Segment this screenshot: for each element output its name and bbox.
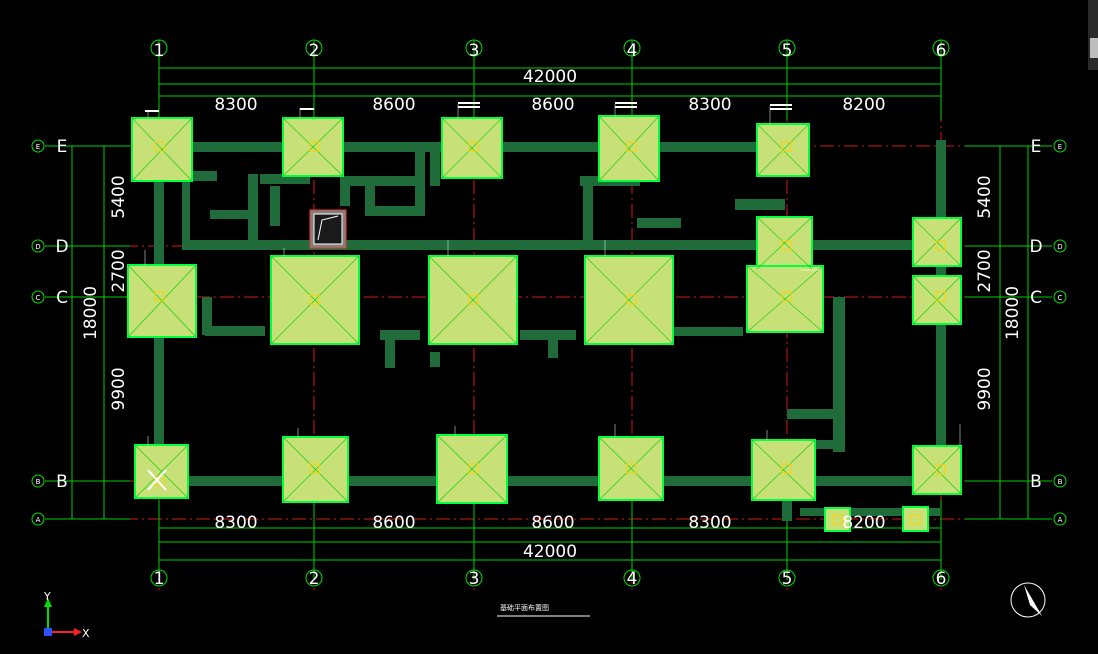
grid-label: D	[55, 237, 68, 257]
grid-label: E	[1031, 137, 1042, 157]
dim-right-span: 2700	[975, 249, 995, 292]
grid-label: C	[1030, 288, 1042, 308]
grid-label: 4	[627, 569, 638, 589]
north-arrow-icon	[1010, 582, 1046, 618]
dimension-lines	[45, 40, 1052, 580]
grid-label: 2	[309, 41, 320, 61]
grid-bubbles-top	[31, 39, 1067, 587]
grid-label: E	[57, 137, 68, 157]
pit-symbol	[309, 209, 347, 249]
grid-label: C	[56, 288, 68, 308]
dim-top-total: 42000	[523, 67, 577, 87]
dim-bottom-span: 8600	[372, 513, 415, 533]
grid-label: 2	[309, 569, 320, 589]
grid-label: 1	[154, 569, 165, 589]
dim-top-span: 8600	[372, 95, 415, 115]
grid-label: B	[1030, 472, 1042, 492]
grid-label: 4	[627, 41, 638, 61]
grid-labels-right: E D C B E D C B A	[1029, 137, 1062, 524]
dim-top-span: 8300	[214, 95, 257, 115]
dims-right: 5400 2700 9900 18000	[975, 175, 1023, 410]
grid-labels-bottom: 1 2 3 4 5 6	[154, 569, 947, 589]
drawing-title: 基础平面布置图	[500, 603, 549, 612]
footing	[902, 506, 929, 532]
footing	[824, 507, 851, 532]
dims-bottom: 8300 8600 8600 8300 8200 42000	[214, 513, 885, 562]
grid-label: B	[36, 478, 41, 486]
grid-label: 3	[469, 569, 480, 589]
grid-label: 5	[782, 41, 793, 61]
insertion-marker	[147, 469, 167, 491]
grid-label: D	[1057, 243, 1062, 251]
dim-ticks	[145, 102, 792, 112]
dim-left-span: 5400	[109, 175, 129, 218]
ucs-y-label: Y	[43, 590, 51, 603]
grid-label: 6	[936, 569, 947, 589]
grid-label: B	[1058, 478, 1063, 486]
grid-label: D	[35, 243, 40, 251]
dim-top-span: 8600	[531, 95, 574, 115]
grid-label: 5	[782, 569, 793, 589]
annotation-marks	[144, 104, 961, 446]
grid-labels-top: 1 2 3 4 5 6	[154, 41, 947, 61]
dim-bottom-span: 8600	[531, 513, 574, 533]
grid-label: B	[56, 472, 68, 492]
dim-left-span: 9900	[109, 367, 129, 410]
dim-bottom-span: 8300	[214, 513, 257, 533]
dims-top: 8300 8600 8600 8300 8200 42000	[214, 67, 885, 115]
columns	[154, 141, 946, 525]
footing-diagonals	[127, 115, 962, 504]
dim-bottom-span: 8300	[688, 513, 731, 533]
dims-left: 5400 2700 9900 18000	[81, 175, 129, 410]
ucs-x-label: X	[82, 627, 90, 640]
grid-label: C	[1058, 294, 1063, 302]
grid-label: C	[36, 294, 41, 302]
grid-label: D	[1029, 237, 1042, 257]
dim-bottom-total: 42000	[523, 542, 577, 562]
viewcube-fragment[interactable]	[1088, 0, 1098, 70]
dim-top-span: 8300	[688, 95, 731, 115]
dim-top-span: 8200	[842, 95, 885, 115]
grid-label: A	[36, 516, 41, 524]
grid-label: E	[1058, 143, 1062, 151]
grid-label: 6	[936, 41, 947, 61]
dim-right-span: 9900	[975, 367, 995, 410]
dim-bottom-span: 8200	[842, 513, 885, 533]
grid-label: E	[36, 143, 40, 151]
dim-right-total: 18000	[1003, 286, 1023, 340]
grid-label: 1	[154, 41, 165, 61]
grid-label: 3	[469, 41, 480, 61]
dim-left-total: 18000	[81, 286, 101, 340]
dim-left-span: 2700	[109, 249, 129, 292]
grid-label: A	[1058, 516, 1063, 524]
grid-labels-left: E D C B E D C B A	[35, 137, 68, 524]
ucs-icon: Y X	[43, 590, 90, 640]
dim-right-span: 5400	[975, 175, 995, 218]
